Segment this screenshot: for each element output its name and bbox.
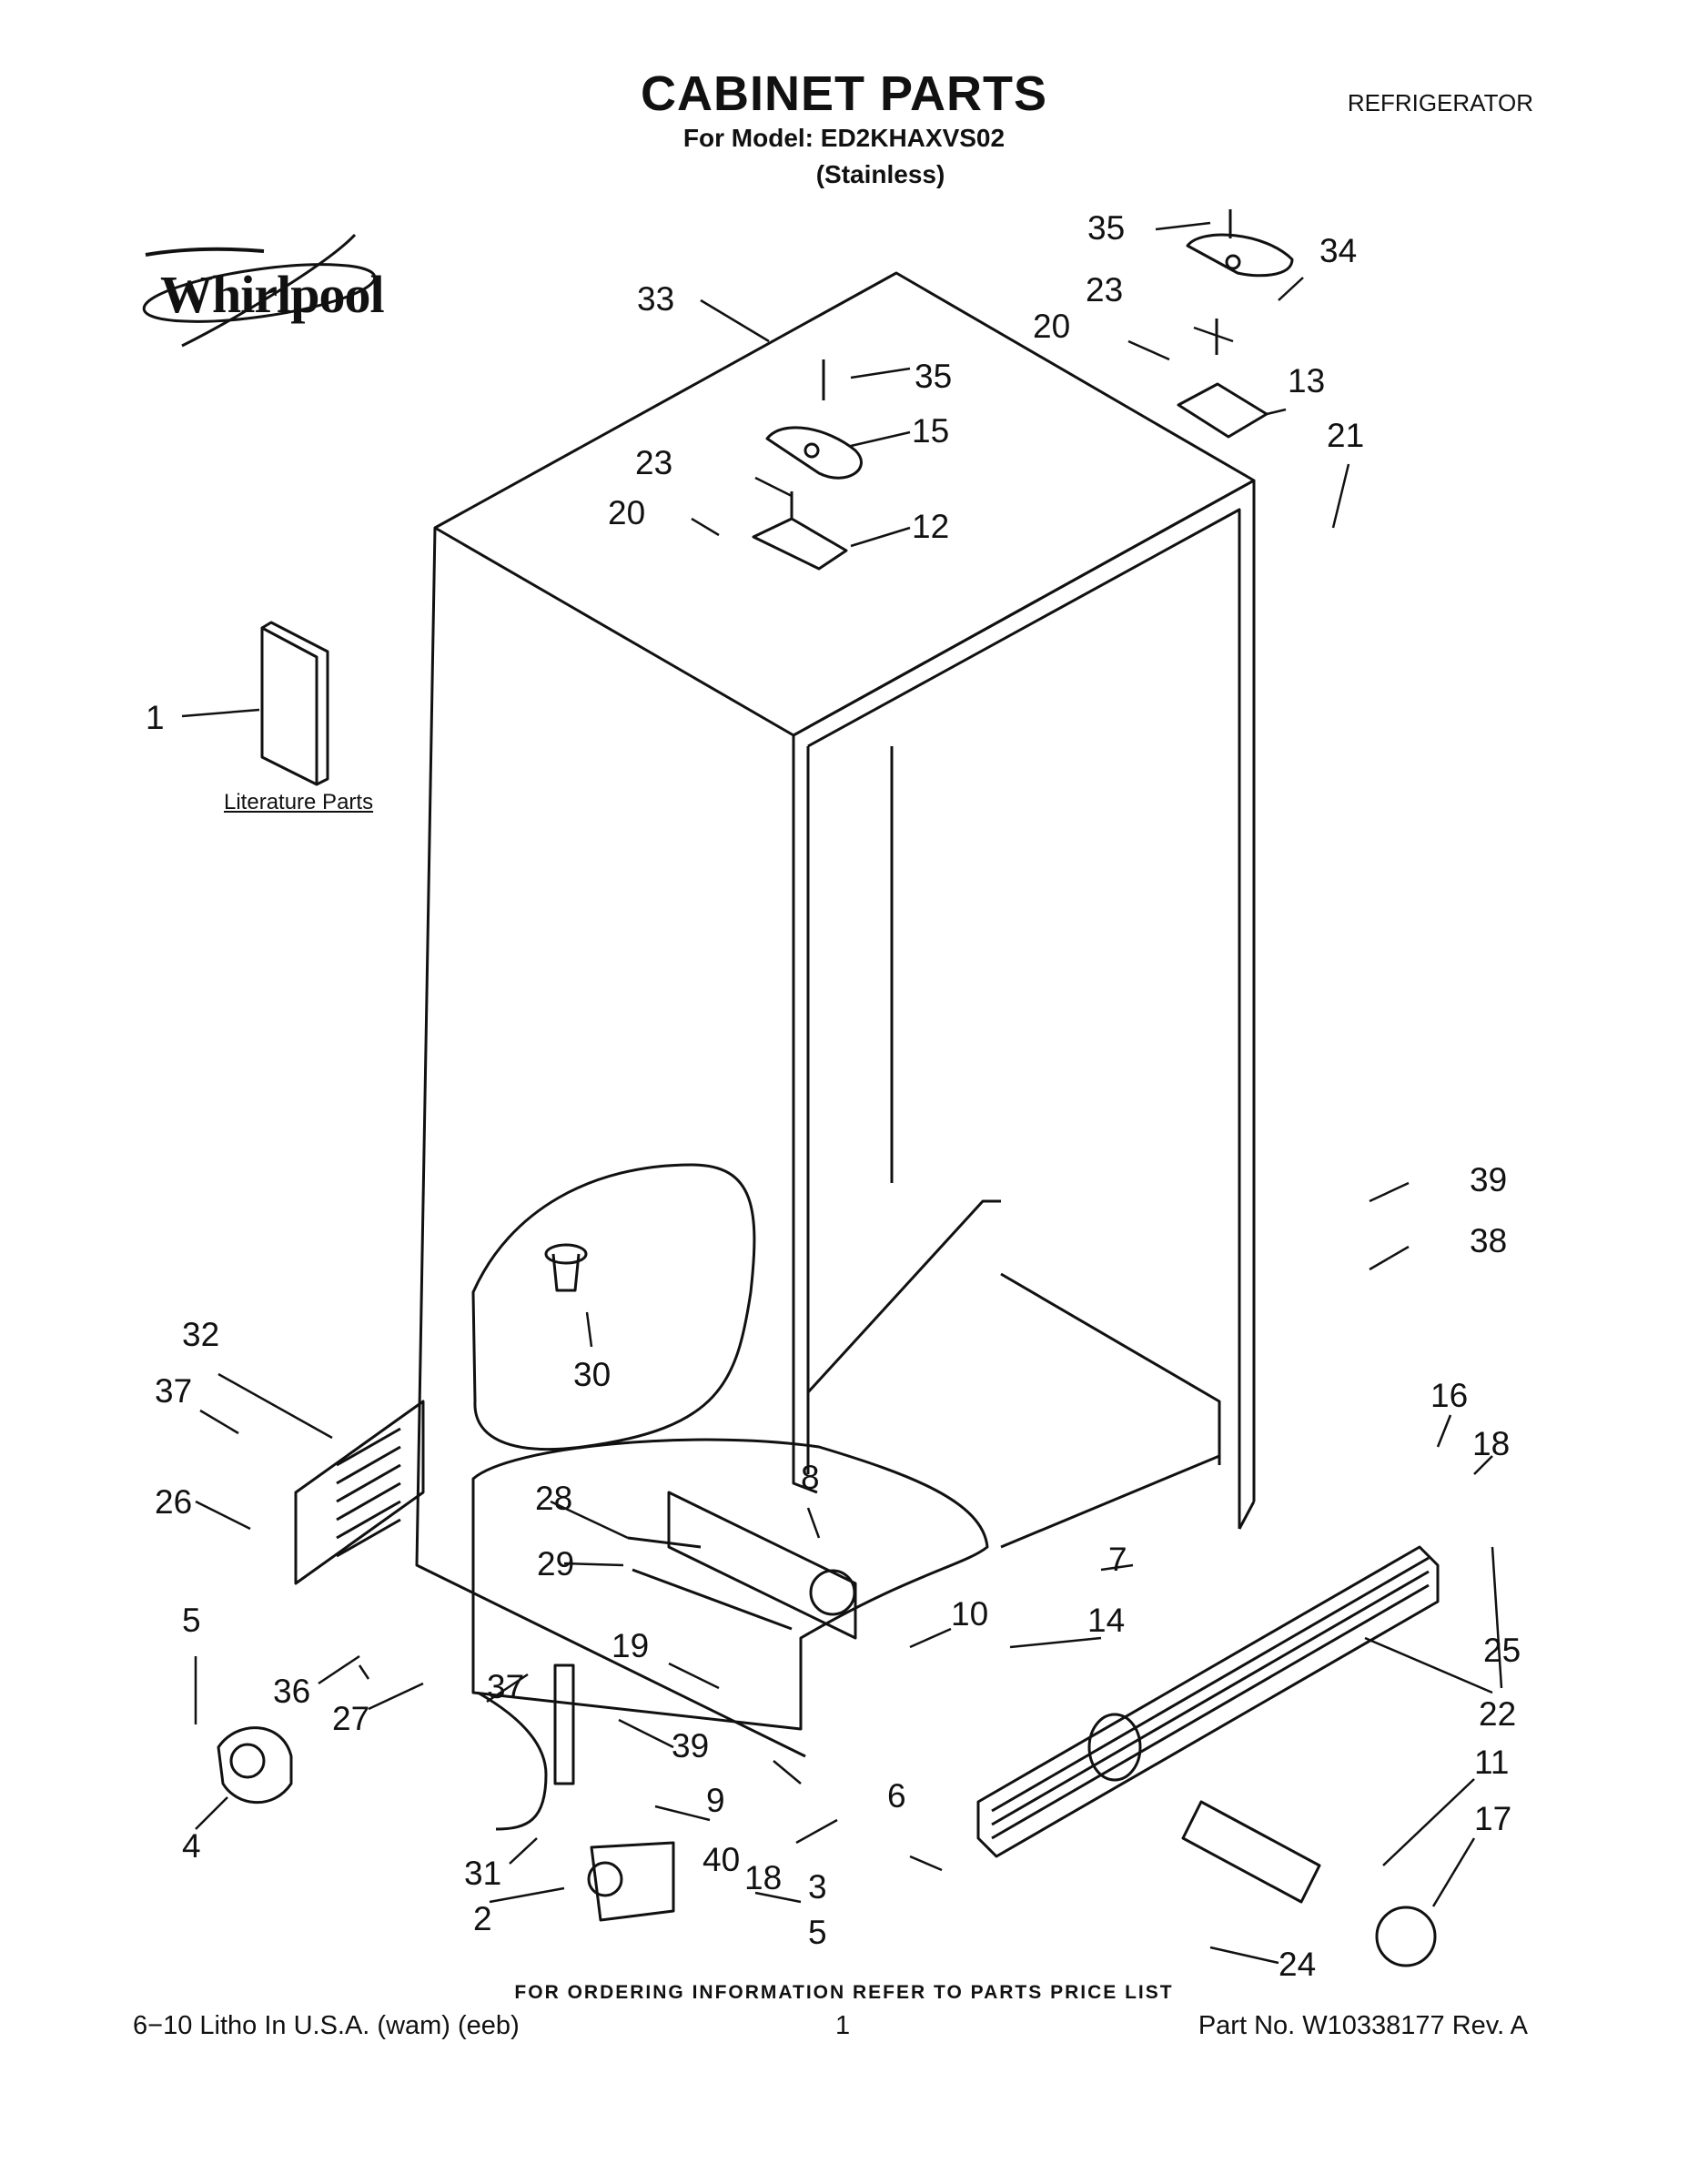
top-hinge-right bbox=[1177, 209, 1294, 439]
callout-6: 6 bbox=[887, 1777, 906, 1815]
callout-40: 40 bbox=[702, 1841, 741, 1878]
callout-35-right: 35 bbox=[1087, 209, 1126, 247]
water-tube-fitting bbox=[553, 1663, 575, 1785]
model-line: For Model: ED2KHAXVS02 bbox=[682, 124, 1006, 152]
part-number: Part No. W10338177 Rev. A bbox=[1198, 2011, 1528, 2040]
drain-fitting bbox=[544, 1243, 588, 1292]
callout-24: 24 bbox=[1279, 1946, 1317, 1983]
callout-19: 19 bbox=[612, 1627, 650, 1664]
callout-37-mid: 37 bbox=[487, 1668, 525, 1705]
upper-cutaway bbox=[471, 1163, 756, 1451]
callout-27: 27 bbox=[332, 1700, 370, 1737]
callout-26: 26 bbox=[155, 1483, 193, 1521]
print-info: 6−10 Litho In U.S.A. (wam) (eeb) bbox=[133, 2011, 520, 2040]
bottom-grille bbox=[976, 1545, 1440, 1858]
callout-38: 38 bbox=[1470, 1222, 1508, 1259]
callout-13: 13 bbox=[1288, 362, 1326, 399]
callout-2: 2 bbox=[473, 1900, 492, 1937]
appliance-type: REFRIGERATOR bbox=[1347, 89, 1533, 116]
callout-22: 22 bbox=[1479, 1695, 1517, 1733]
callout-37-left: 37 bbox=[155, 1372, 193, 1410]
callout-36: 36 bbox=[273, 1673, 311, 1710]
side-vent-panel bbox=[294, 1400, 425, 1585]
ordering-note: FOR ORDERING INFORMATION REFER TO PARTS … bbox=[514, 1982, 1174, 2003]
callout-39-right: 39 bbox=[1470, 1161, 1508, 1198]
callout-20-right: 20 bbox=[1033, 308, 1071, 345]
callout-10: 10 bbox=[951, 1595, 989, 1633]
callout-35-left: 35 bbox=[915, 358, 953, 395]
callout-31: 31 bbox=[464, 1855, 502, 1892]
callout-14: 14 bbox=[1087, 1602, 1126, 1639]
callout-28: 28 bbox=[535, 1480, 573, 1517]
callout-15: 15 bbox=[912, 412, 950, 450]
water-tube bbox=[477, 1691, 548, 1831]
callout-39-mid: 39 bbox=[672, 1727, 710, 1764]
callout-25: 25 bbox=[1483, 1632, 1521, 1669]
literature-parts-label: Literature Parts bbox=[224, 790, 374, 814]
callout-1: 1 bbox=[146, 699, 165, 736]
brand-name: Whirlpool bbox=[160, 265, 385, 324]
leader-lines bbox=[181, 221, 1503, 1965]
callout-29: 29 bbox=[537, 1545, 575, 1582]
model-variant: (Stainless) bbox=[815, 160, 945, 188]
callout-17: 17 bbox=[1474, 1800, 1512, 1837]
callout-32: 32 bbox=[182, 1316, 220, 1353]
callout-20-left: 20 bbox=[608, 494, 646, 531]
callout-5-left: 5 bbox=[182, 1602, 201, 1639]
callout-11: 11 bbox=[1474, 1744, 1510, 1781]
cabinet-body bbox=[415, 271, 1256, 1758]
lower-hinge bbox=[587, 1841, 675, 1922]
top-hinge-left bbox=[752, 359, 863, 571]
callout-12: 12 bbox=[912, 508, 950, 545]
callout-30: 30 bbox=[573, 1356, 612, 1393]
callout-4: 4 bbox=[182, 1827, 201, 1865]
page-title: CABINET PARTS bbox=[640, 66, 1047, 121]
literature-book bbox=[260, 621, 329, 786]
callout-8: 8 bbox=[801, 1459, 820, 1496]
logo-swirl-icon bbox=[142, 233, 377, 348]
lower-cutaway bbox=[471, 1438, 989, 1731]
whirlpool-logo: Whirlpool bbox=[127, 228, 400, 355]
callout-9: 9 bbox=[706, 1782, 725, 1819]
callout-33: 33 bbox=[637, 280, 675, 318]
page-number: 1 bbox=[835, 2011, 851, 2040]
callout-16: 16 bbox=[1430, 1377, 1469, 1414]
dispenser-housing bbox=[627, 1491, 857, 1640]
callout-3: 3 bbox=[808, 1868, 827, 1906]
callout-21: 21 bbox=[1327, 417, 1365, 454]
water-filter bbox=[1181, 1800, 1437, 1967]
callout-34: 34 bbox=[1319, 232, 1358, 269]
roller-assembly-left bbox=[217, 1726, 293, 1805]
callout-23-right: 23 bbox=[1086, 271, 1124, 308]
callout-18-right: 18 bbox=[1472, 1425, 1511, 1462]
callout-5-bottom: 5 bbox=[808, 1914, 827, 1951]
callout-7: 7 bbox=[1108, 1541, 1127, 1578]
callout-18-bottom: 18 bbox=[744, 1859, 783, 1896]
callout-23-left: 23 bbox=[635, 444, 673, 481]
